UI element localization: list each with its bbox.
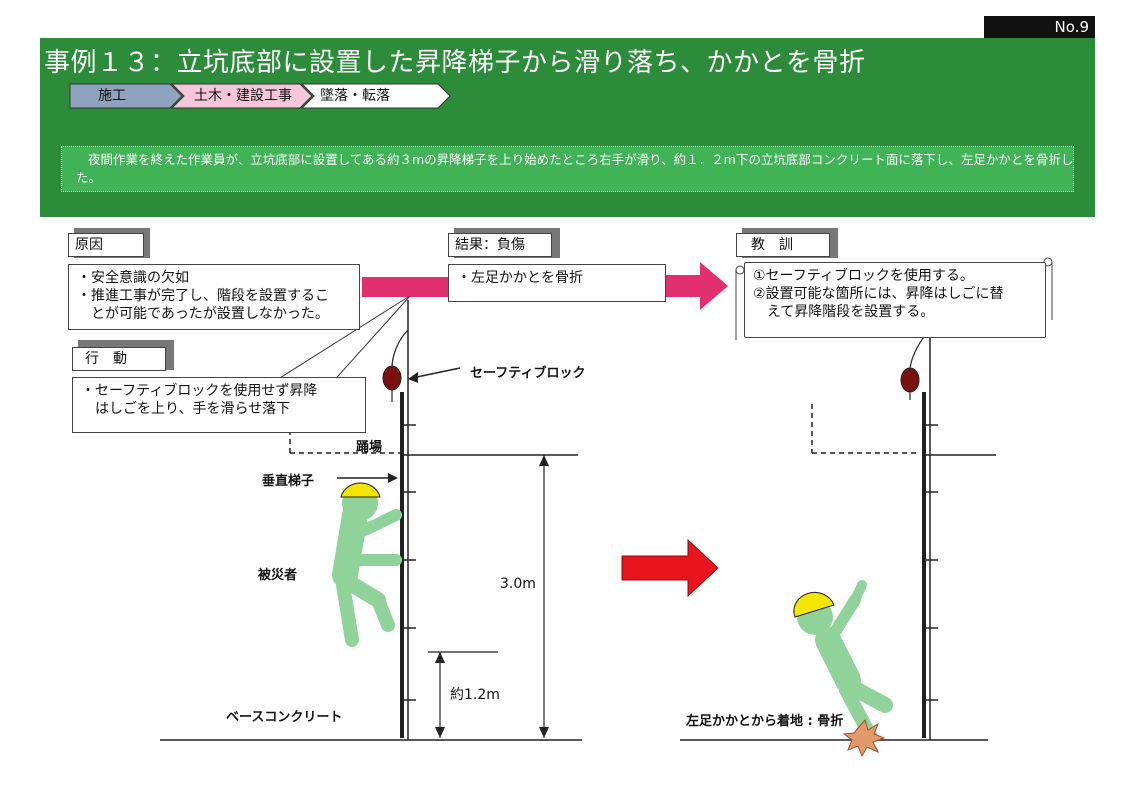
vertical-ladder-left: [400, 392, 404, 738]
landing-result-label: 左足かかとから着地 : 骨折: [686, 714, 844, 729]
lesson-label: 教 訓: [736, 233, 830, 257]
action-line-2: はしごを上り、手を滑らせ落下: [81, 401, 291, 417]
action-line-1: ・セーフティブロックを使用せず昇降: [81, 383, 318, 399]
summary-box: [61, 146, 1074, 192]
impact-burst: [842, 718, 886, 758]
tag-construction: 施工: [98, 88, 126, 104]
vertical-ladder-right: [922, 392, 926, 738]
victim-label: 被災者: [258, 568, 298, 583]
tag-shape-civil: [170, 83, 313, 109]
safety-block-left: [382, 365, 402, 391]
safety-block-label: セーフティブロック: [470, 366, 586, 381]
action-box: ・セーフティブロックを使用せず昇降 はしごを上り、手を滑らせ落下: [72, 377, 366, 433]
landing-label: 踊場: [356, 440, 383, 455]
cause-line-1: ・安全意識の欠如: [77, 270, 189, 286]
safety-block-right: [900, 367, 920, 393]
cause-line-3: とが可能であったが設置しなかった。: [77, 306, 329, 322]
result-label: 結果：負傷: [448, 233, 552, 257]
safety-block-pointer: [411, 367, 461, 379]
tag-shape-construction: [69, 83, 183, 109]
helmet-left: [340, 482, 381, 498]
callout-line-2: [329, 295, 411, 386]
height-total-label: 3.0m: [500, 576, 536, 592]
climbing-worker-figure: [332, 485, 402, 647]
page-number-badge: No.9: [984, 16, 1095, 38]
transition-arrow: [621, 538, 719, 598]
lesson-line-1: ①セーフティブロックを使用する。: [753, 268, 974, 284]
tag-fall: 墜落・転落: [320, 88, 390, 104]
page-title: 事例１３：立坑底部に設置した昇降梯子から滑り落ち、かかとを骨折: [44, 48, 866, 78]
base-concrete-label: ベースコンクリート: [226, 710, 343, 725]
tag-shape-fall: [300, 83, 451, 109]
lesson-line-2: ②設置可能な箇所には、昇降はしごに替: [753, 286, 1004, 302]
cause-label: 原因: [68, 233, 144, 257]
tag-civil-engineering: 土木・建設工事: [194, 88, 292, 104]
action-label: 行 動: [72, 347, 166, 371]
incident-summary: 夜間作業を終えた作業員が、立坑底部に設置してある約３mの昇降梯子を上り始めたとこ…: [76, 152, 1074, 185]
result-to-lesson-arrow: [666, 262, 728, 310]
helmet-right: [793, 591, 835, 618]
cause-box: ・安全意識の欠如 ・推進工事が完了し、階段を設置するこ とが可能であったが設置し…: [68, 264, 360, 330]
result-line-1: ・左足かかとを骨折: [457, 270, 583, 286]
cause-line-2: ・推進工事が完了し、階段を設置するこ: [77, 288, 329, 304]
cause-to-result-arrow: [362, 277, 448, 297]
lesson-line-3: えて昇降階段を設置する。: [753, 304, 935, 320]
ladder-label: 垂直梯子: [262, 474, 315, 489]
result-box: ・左足かかとを骨折: [448, 264, 666, 302]
lesson-box: ①セーフティブロックを使用する。 ②設置可能な箇所には、昇降はしごに替 えて昇降…: [744, 262, 1046, 338]
height-fall-label: 約1.2m: [450, 687, 500, 703]
